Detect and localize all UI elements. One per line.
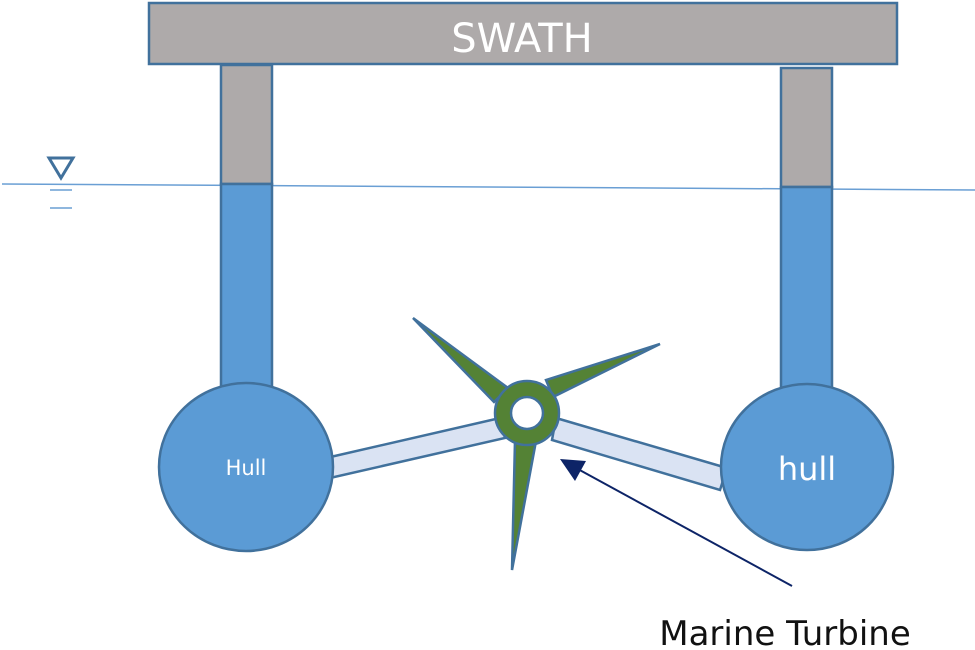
water-level-icon	[46, 156, 76, 209]
marine-turbine	[412, 316, 661, 571]
right-strut	[779, 66, 834, 394]
deck-label: SWATH	[451, 16, 593, 62]
turbine-blade-bottom	[510, 438, 538, 571]
right-hull-label: hull	[778, 450, 836, 488]
turbine-callout-arrow	[560, 459, 793, 587]
deck: SWATH	[147, 1, 899, 66]
turbine-blade-upper-right	[544, 342, 661, 399]
left-hull-label: Hull	[226, 456, 267, 480]
right-hull: hull	[719, 382, 895, 552]
left-strut	[219, 63, 274, 391]
right-turbine-arm	[550, 416, 729, 492]
turbine-blade-upper-left	[412, 316, 510, 404]
turbine-label: Marine Turbine	[659, 614, 911, 650]
left-hull: Hull	[157, 381, 335, 553]
turbine-hub-hole	[509, 395, 545, 431]
left-turbine-arm	[324, 416, 507, 480]
